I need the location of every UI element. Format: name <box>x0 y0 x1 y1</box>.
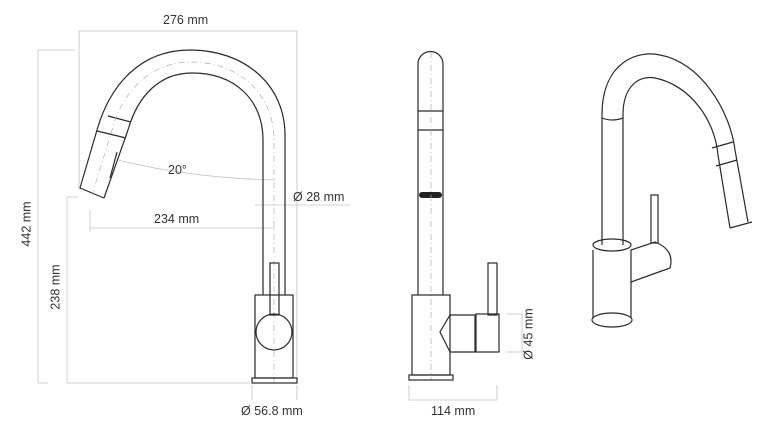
aerator <box>419 192 442 198</box>
base-diameter-lines <box>251 385 298 400</box>
perspective-view <box>591 53 753 328</box>
handle-cap <box>475 313 500 353</box>
height-total-label: 442 mm <box>19 201 34 247</box>
persp-body <box>592 250 632 318</box>
handle <box>255 313 293 351</box>
reach-label: 234 mm <box>154 212 200 226</box>
reach-dimension-line <box>89 210 275 232</box>
side-view <box>408 50 523 401</box>
side-lever <box>487 262 498 316</box>
handle-diameter-line <box>507 313 523 353</box>
base-plate <box>251 377 298 384</box>
persp-lever <box>650 194 659 244</box>
side-base-plate <box>408 374 454 381</box>
spray-button <box>109 151 118 179</box>
persp-base <box>591 312 633 328</box>
centerline <box>91 61 275 383</box>
lever <box>269 262 280 316</box>
pipe <box>417 50 444 295</box>
pipe-bands <box>418 110 443 131</box>
spout-height-dimension-line <box>66 196 250 384</box>
persp-spout-outer <box>601 53 749 245</box>
side-body <box>411 294 451 376</box>
handle-cylinder <box>439 314 476 353</box>
persp-body-top <box>592 238 632 252</box>
persp-handle <box>630 241 672 283</box>
persp-bands <box>601 117 753 229</box>
angle-arc <box>117 159 276 181</box>
front-view <box>37 30 350 400</box>
depth-dimension-line <box>408 385 498 401</box>
width-dimension-line <box>78 30 298 383</box>
depth-label: 114 mm <box>431 404 476 418</box>
spout-outer <box>79 49 286 295</box>
persp-spout-inner <box>622 76 731 245</box>
angle-label: 20° <box>168 163 187 177</box>
handle-diameter-label: Ø 45 mm <box>521 308 536 360</box>
spout-height-label: 238 mm <box>48 264 63 310</box>
height-dimension-line <box>37 49 75 384</box>
base-diameter-label: Ø 56.8 mm <box>241 404 303 418</box>
pipe-diameter-label: Ø 28 mm <box>293 190 345 204</box>
spout-inner <box>103 72 264 295</box>
width-label: 276 mm <box>163 13 209 27</box>
spray-head <box>79 115 132 199</box>
